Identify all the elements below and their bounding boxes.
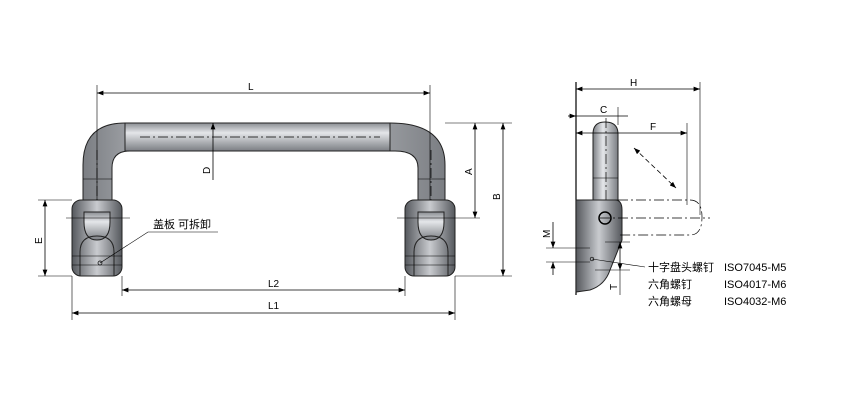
dim-label-L: L xyxy=(248,82,254,93)
dim-label-L2: L2 xyxy=(268,279,280,290)
side-base xyxy=(575,199,623,293)
front-view: L D A B E L2 L1 盖板 可拆卸 xyxy=(34,82,512,320)
part-name: 六角螺钉 xyxy=(648,278,692,291)
dim-label-E: E xyxy=(34,237,45,244)
dim-label-D: D xyxy=(202,167,213,174)
part-name: 十字盘头螺钉 xyxy=(648,260,714,274)
dim-label-L1: L1 xyxy=(268,301,280,312)
side-handle xyxy=(592,121,619,201)
parts-list: 十字盘头螺钉 ISO7045-M5 六角螺钉 ISO4017-M6 六角螺母 I… xyxy=(648,260,786,308)
dim-label-A: A xyxy=(464,168,475,175)
part-standard: ISO7045-M5 xyxy=(724,262,786,274)
dim-label-M: M xyxy=(542,230,553,238)
dim-label-F: F xyxy=(650,122,656,133)
part-name: 六角螺母 xyxy=(648,295,692,308)
right-base xyxy=(404,199,456,277)
dim-label-B: B xyxy=(492,193,503,200)
cover-plate-callout: 盖板 可拆卸 xyxy=(153,217,211,231)
dim-label-T: T xyxy=(609,284,620,290)
part-standard: ISO4032-M6 xyxy=(724,296,786,308)
dim-label-C: C xyxy=(600,105,607,116)
dim-label-H: H xyxy=(630,78,637,89)
left-base xyxy=(71,199,123,277)
side-view: H C F M T xyxy=(542,78,710,295)
part-standard: ISO4017-M6 xyxy=(724,279,786,291)
